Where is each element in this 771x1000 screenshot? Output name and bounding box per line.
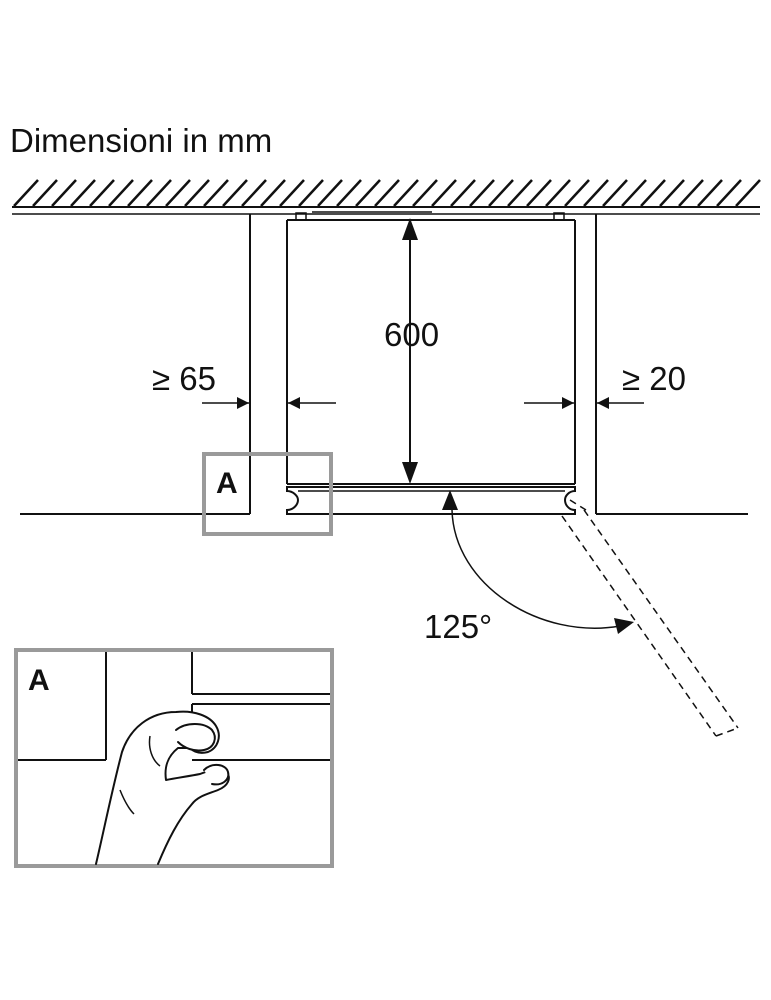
hatch-line xyxy=(13,179,39,207)
hatch-line xyxy=(146,179,172,207)
hatch-line xyxy=(108,179,134,207)
hatch-line xyxy=(222,179,248,207)
right-gap-label: ≥ 20 xyxy=(622,360,686,397)
detail-panel-label: A xyxy=(28,664,50,697)
hatch-line xyxy=(317,179,343,207)
open-door-outline xyxy=(561,499,739,737)
hatch-line xyxy=(165,179,191,207)
depth-label: 600 xyxy=(384,316,439,353)
hatch-line xyxy=(127,179,153,207)
hatch-line xyxy=(298,179,324,207)
appliance-body xyxy=(286,211,576,485)
hatch-line xyxy=(260,179,286,207)
door-angle-dimension: 125° xyxy=(424,490,634,645)
left-gap-dimension: ≥ 65 xyxy=(152,360,336,409)
right-gap-dimension: ≥ 20 xyxy=(524,360,686,409)
hatch-line xyxy=(583,179,609,207)
hatch-line xyxy=(545,179,571,207)
hatch-line xyxy=(526,179,552,207)
left-gap-label: ≥ 65 xyxy=(152,360,216,397)
left-cabinet xyxy=(20,214,251,515)
detail-marker-a: A xyxy=(202,452,333,536)
hatch-line xyxy=(564,179,590,207)
appliance-door xyxy=(286,486,576,515)
door-angle-label: 125° xyxy=(424,608,492,645)
hatch-line xyxy=(621,179,647,207)
hatch-line xyxy=(488,179,514,207)
hatch-line xyxy=(735,179,761,207)
detail-panel-a: A xyxy=(14,648,334,868)
wall-hatching xyxy=(12,179,761,215)
arrow-up-icon xyxy=(402,218,418,240)
hatch-line xyxy=(51,179,77,207)
hatch-line xyxy=(184,179,210,207)
hatch-line xyxy=(697,179,723,207)
hatch-line xyxy=(393,179,419,207)
arrow-down-icon xyxy=(402,462,418,484)
hatch-line xyxy=(70,179,96,207)
hatch-line xyxy=(469,179,495,207)
hatch-line xyxy=(32,179,58,207)
hatch-line xyxy=(450,179,476,207)
hatch-line xyxy=(659,179,685,207)
hatch-line xyxy=(602,179,628,207)
hatch-line xyxy=(640,179,666,207)
hatch-line xyxy=(89,179,115,207)
hatch-line xyxy=(431,179,457,207)
hatch-line xyxy=(374,179,400,207)
hatch-line xyxy=(203,179,229,207)
hatch-line xyxy=(507,179,533,207)
hatch-line xyxy=(241,179,267,207)
arrow-right-icon xyxy=(614,618,634,634)
hatch-line xyxy=(279,179,305,207)
hatch-line xyxy=(355,179,381,207)
hatch-line xyxy=(412,179,438,207)
arrow-up-icon xyxy=(442,490,458,510)
depth-dimension: 600 xyxy=(384,218,439,484)
detail-marker-label: A xyxy=(216,467,238,500)
diagram-title: Dimensioni in mm xyxy=(10,122,272,159)
hand-icon xyxy=(95,710,230,865)
hatch-line xyxy=(716,179,742,207)
hatch-line xyxy=(678,179,704,207)
hatch-line xyxy=(336,179,362,207)
right-cabinet xyxy=(595,214,748,515)
